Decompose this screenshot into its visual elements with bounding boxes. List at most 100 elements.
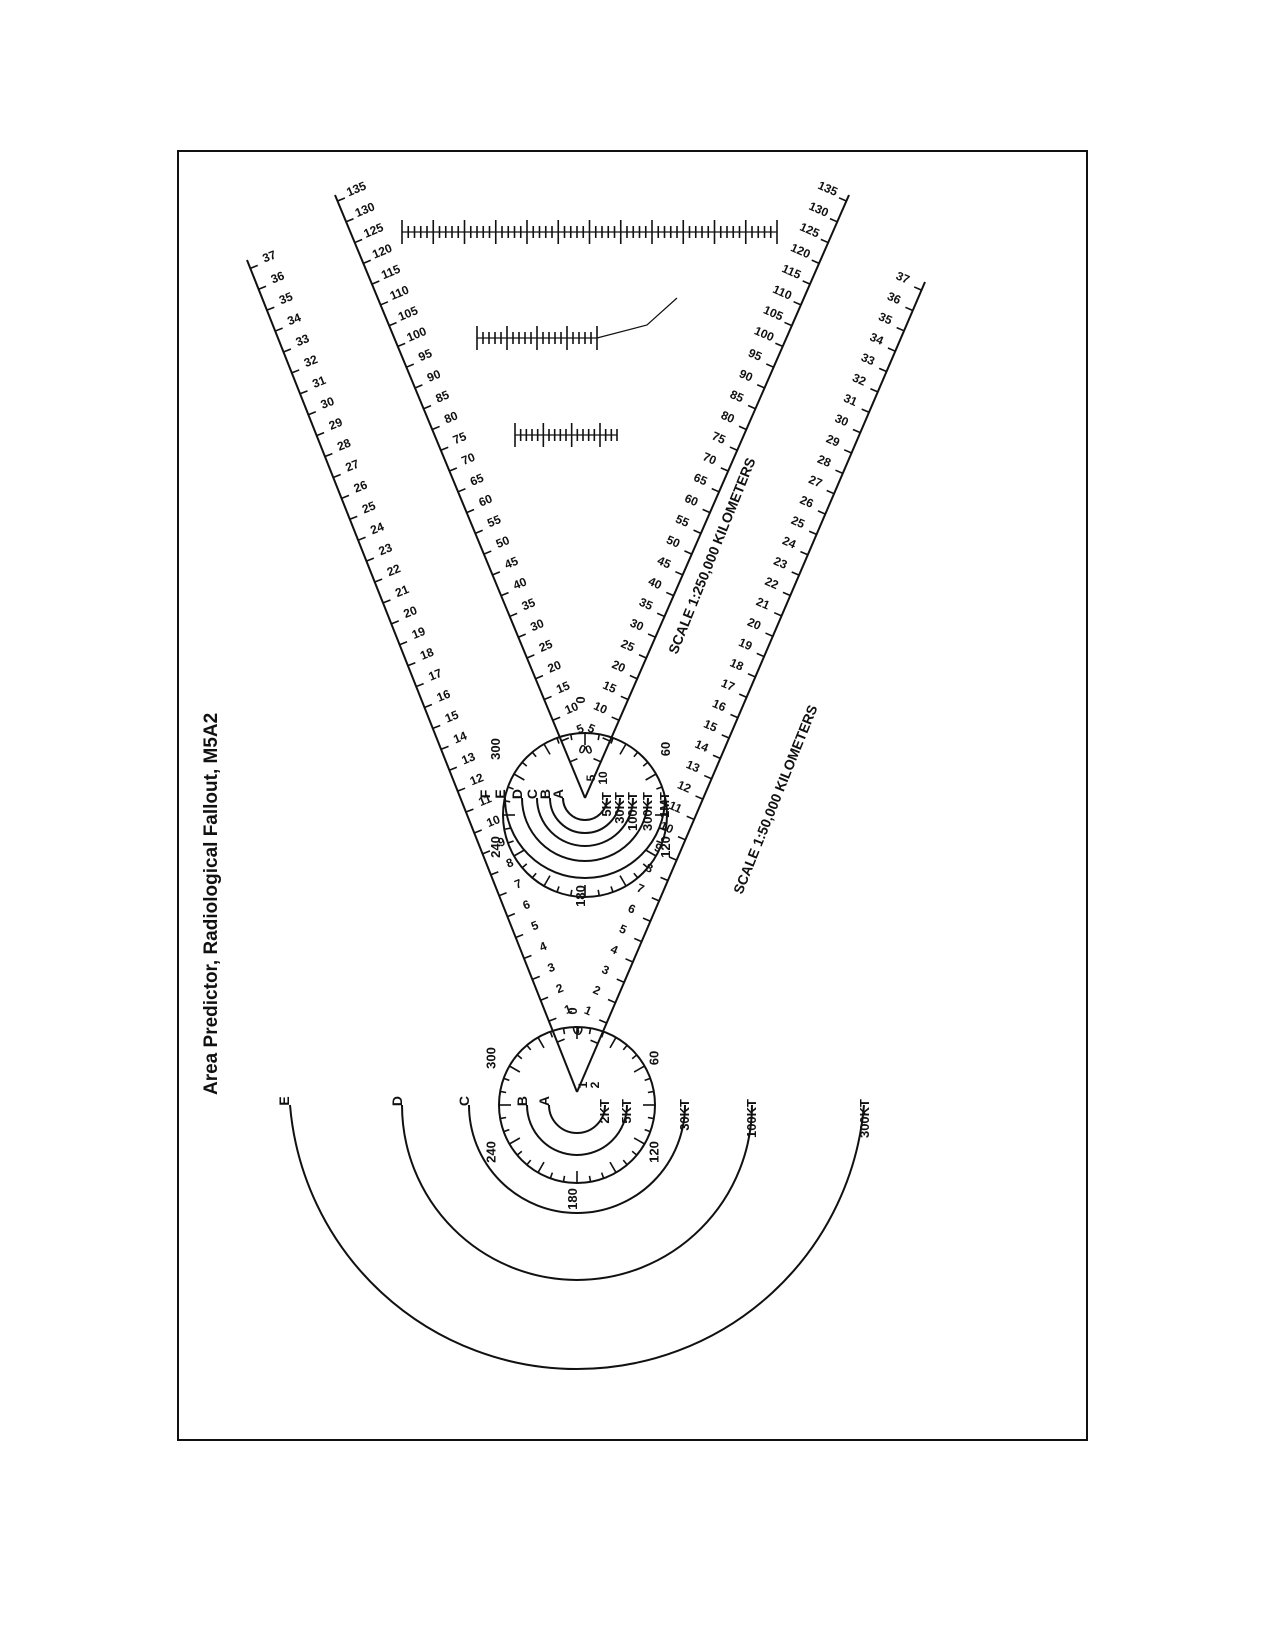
- outer-right-tick: [695, 795, 704, 800]
- inner-right-tick: [747, 404, 756, 410]
- lower-dial-tick: [526, 1159, 532, 1166]
- upper-dial-tick: [642, 761, 649, 767]
- outer-right-tick-label: 16: [710, 696, 728, 714]
- upper-dial-letter-label: D: [509, 789, 525, 799]
- inner-right-tick-label: 130: [807, 199, 831, 220]
- outer-left-tick: [540, 996, 549, 1001]
- nomogram-lower: [514, 423, 618, 447]
- lower-dial-tick: [549, 1172, 554, 1179]
- inner-right-tick: [611, 716, 620, 722]
- lower-dial-tick: [500, 1090, 507, 1094]
- outer-right-tick-label: 25: [789, 513, 807, 531]
- inner-left-tick-label: 20: [545, 657, 563, 675]
- inner-right-tick-label: 10: [592, 699, 610, 717]
- outer-left-tick-label: 35: [277, 289, 295, 307]
- inner-right-tick: [802, 280, 811, 285]
- outer-right-tick-label: 14: [693, 737, 711, 755]
- inner-right-tick: [729, 446, 738, 452]
- outer-left-arm: [246, 259, 578, 1093]
- outer-left-tick: [324, 452, 333, 458]
- upper-dial-tick: [513, 773, 525, 781]
- outer-right-tick: [721, 734, 730, 739]
- outer-right-tick-label: 24: [780, 533, 798, 551]
- lower-dial-tick: [516, 1150, 523, 1156]
- inner-right-tick-label: 115: [780, 261, 804, 282]
- lower-dial-tick: [622, 1159, 628, 1166]
- outer-left-tick: [291, 369, 300, 374]
- lower-dial-degree-label: 180: [565, 1188, 580, 1210]
- outer-left-tick: [382, 599, 391, 604]
- outer-left-tick-label: 7: [512, 876, 524, 892]
- upper-dial-tick: [504, 799, 511, 803]
- inner-right-arm: [584, 194, 850, 799]
- lower-dial-letter-label: C: [456, 1096, 472, 1106]
- outer-left-tick-label: 30: [319, 394, 337, 412]
- outer-right-tick-label: 12: [675, 778, 693, 796]
- upper-dial-tick: [656, 786, 663, 790]
- upper-dial-yield-label: 100KT: [625, 792, 640, 831]
- lower-dial-tick: [562, 1028, 566, 1035]
- outer-left-tick: [482, 850, 491, 855]
- inner-left-tick: [388, 321, 397, 327]
- outer-right-tick: [808, 530, 817, 536]
- inner-right-tick: [602, 737, 611, 742]
- lower-dial-yield-label: 5KT: [619, 1099, 634, 1124]
- outer-left-tick-label: 11: [476, 791, 493, 809]
- outer-left-tick: [391, 620, 400, 625]
- inner-right-tick: [765, 363, 774, 368]
- inner-left-tick: [406, 363, 415, 368]
- outer-right-tick-label: 26: [798, 493, 816, 511]
- upper-dial-tick: [659, 827, 666, 831]
- outer-right-tick-label: 32: [850, 370, 868, 388]
- upper-dial-degree-label: 0: [573, 696, 588, 703]
- outer-left-tick-label: 5: [529, 918, 541, 934]
- lower-dial-degree-label: 60: [646, 1051, 661, 1065]
- outer-left-tick-label: 37: [260, 247, 278, 265]
- outer-left-tick-label: 20: [401, 603, 419, 621]
- outer-right-tick: [677, 835, 686, 841]
- inner-right-tick-label: 95: [746, 346, 764, 364]
- lower-dial-yield-label: 100KT: [744, 1099, 759, 1138]
- outer-right-tick-label: 17: [719, 676, 737, 694]
- outer-left-tick-label: 21: [393, 582, 411, 600]
- outer-right-tick: [651, 896, 660, 902]
- upper-dial-degree-label: 300: [488, 738, 503, 760]
- upper-dial-degree-label: 120: [658, 836, 673, 858]
- inner-right-tick: [675, 570, 684, 576]
- inner-left-tick-label: 30: [528, 616, 546, 634]
- upper-dial-tick: [645, 849, 657, 857]
- inner-left-tick-label: 120: [370, 241, 394, 262]
- outer-left-tick-label: 9: [496, 834, 508, 850]
- outer-left-tick-label: 25: [360, 498, 378, 516]
- inner-left-tick: [474, 529, 483, 535]
- inner-right-tick-label: 125: [798, 220, 822, 241]
- scale-label-250k: SCALE 1:250,000 KILOMETERS: [665, 455, 759, 656]
- outer-right-tick-label: 5: [617, 921, 629, 937]
- outer-left-tick: [424, 703, 433, 709]
- lower-dial-tick: [633, 1065, 645, 1073]
- outer-right-tick: [800, 550, 809, 556]
- inner-right-tick-label: 60: [682, 491, 700, 509]
- inner-left-tick: [492, 571, 501, 576]
- upper-dial-tick: [521, 863, 528, 869]
- lower-dial-degree-label: 300: [484, 1047, 499, 1069]
- outer-right-tick-label: 27: [807, 472, 825, 490]
- diagram-title: Area Predictor, Radiological Fallout, M5…: [201, 713, 222, 1095]
- upper-dial-tick: [633, 751, 639, 758]
- inner-left-tick-label: 60: [477, 491, 495, 509]
- upper-dial-yield-label: 5KT: [599, 792, 614, 817]
- lower-dial-degree-label: 120: [646, 1141, 661, 1163]
- lower-dial-tick: [526, 1044, 532, 1051]
- inner-right-tick-label: 85: [728, 387, 746, 405]
- inner-right-tick-label: 40: [646, 574, 664, 592]
- inner-left-tick-label: 105: [396, 303, 420, 324]
- inner-left-tick: [363, 259, 372, 265]
- inner-right-tick: [665, 591, 674, 597]
- outer-left-tick-label: 4: [537, 939, 549, 955]
- lower-dial-degree-label: 240: [484, 1141, 499, 1163]
- outer-left-tick: [308, 411, 317, 416]
- outer-right-tick: [590, 1039, 599, 1045]
- lower-dial-tick: [644, 1077, 651, 1082]
- outer-right-tick: [642, 917, 651, 922]
